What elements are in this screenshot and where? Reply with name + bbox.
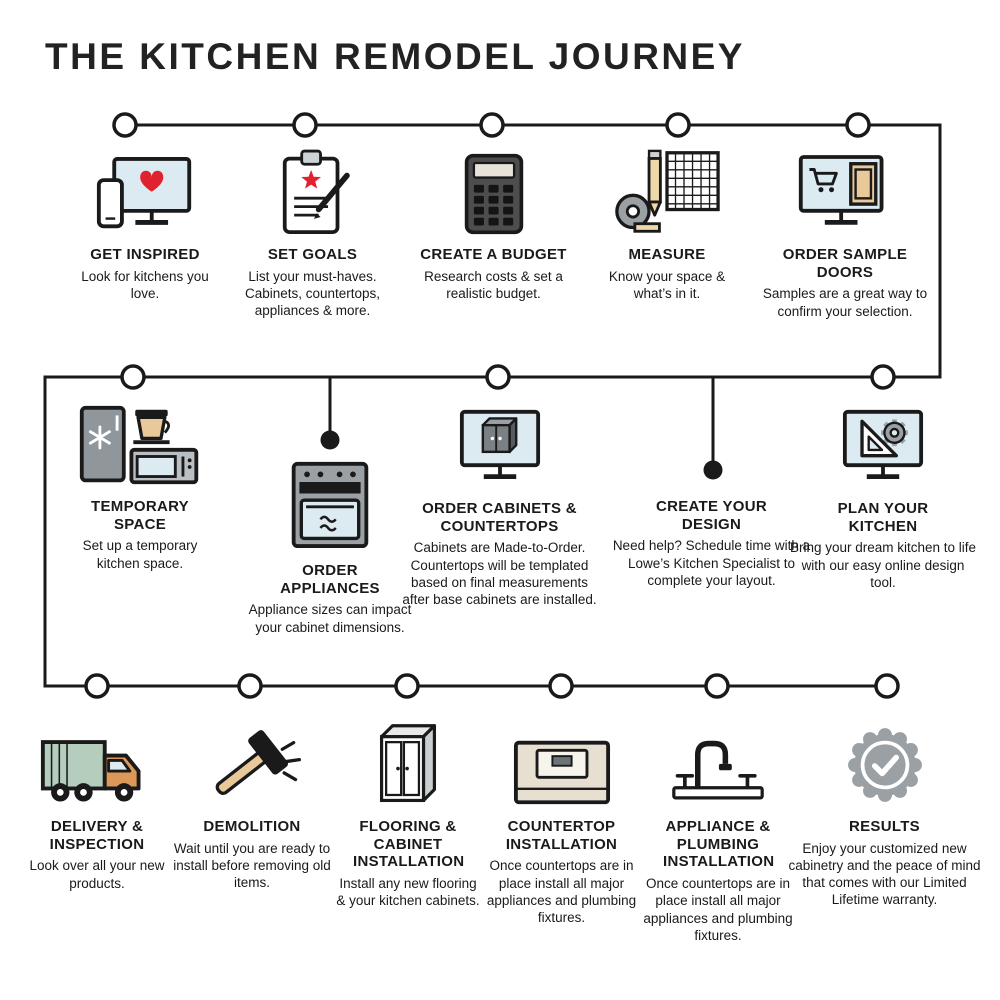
step-desc: Set up a temporary kitchen space. [82,538,198,571]
step-desc: Once countertops are in place install al… [643,876,793,943]
step-desc: Look for kitchens you love. [81,268,209,301]
step-desc: Know your space & what’s in it. [608,268,726,301]
fridge-coffee-microwave-icon [76,396,204,488]
step-get-inspired: GET INSPIRED Look for kitchens you love. [70,144,220,302]
sledgehammer-icon [199,704,305,808]
step-countertop-installation: COUNTERTOP INSTALLATION Once countertops… [474,704,649,926]
step-title: TEMPORARY SPACE [91,498,189,533]
monitor-heart-phone-icon [95,144,195,236]
step-desc: Cabinets are Made-to-Order. Countertops … [402,540,597,608]
step-title: FLOORING & CABINET INSTALLATION [353,818,465,871]
step-desc: Enjoy your customized new cabinetry and … [788,840,981,908]
step-title: CREATE YOUR DESIGN [655,498,768,533]
warranty-seal-check-icon [842,704,928,808]
step-desc: Look over all your new products. [29,858,165,891]
clipboard-star-pen-icon [264,144,362,236]
step-title: CREATE A BUDGET [420,246,567,263]
range-oven-icon [286,452,374,552]
step-title: MEASURE [628,246,706,263]
step-desc: Once countertops are in place install al… [486,858,637,926]
step-desc: Install any new flooring & your kitchen … [336,876,480,909]
step-order-sample-doors: ORDER SAMPLE DOORS Samples are a great w… [750,144,940,320]
tape-measure-pencil-grid-icon [612,144,722,236]
step-title: SET GOALS [267,246,358,263]
step-temporary-space: TEMPORARY SPACE Set up a temporary kitch… [60,396,220,572]
step-desc: Bring your dream kitchen to life with ou… [789,540,977,590]
step-desc: Need help? Schedule time with a Lowe’s K… [612,538,811,588]
step-order-appliances: ORDER APPLIANCES Appliance sizes can imp… [235,452,425,636]
step-order-cabinets-countertops: ORDER CABINETS & COUNTERTOPS Cabinets ar… [402,398,597,608]
step-title: ORDER SAMPLE DOORS [782,246,908,281]
step-title: APPLIANCE & PLUMBING INSTALLATION [663,818,775,871]
step-title: DEMOLITION [203,818,301,835]
step-create-budget: CREATE A BUDGET Research costs & set a r… [406,144,581,302]
step-plan-your-kitchen: PLAN YOUR KITCHEN Bring your dream kitch… [788,398,978,591]
countertop-sink-icon [512,704,612,808]
step-flooring-cabinet-installation: FLOORING & CABINET INSTALLATION Install … [333,704,483,910]
step-desc: Wait until you are ready to install befo… [173,840,331,891]
page-title: THE KITCHEN REMODEL JOURNEY [45,36,745,77]
step-desc: List your must-haves. Cabinets, countert… [244,268,381,319]
step-title: COUNTERTOP INSTALLATION [505,818,618,853]
step-demolition: DEMOLITION Wait until you are ready to i… [167,704,337,891]
step-create-your-design: CREATE YOUR DESIGN Need help? Schedule t… [604,498,819,589]
step-desc: Research costs & set a realistic budget. [424,268,563,301]
step-delivery-inspection: DELIVERY & INSPECTION Look over all your… [27,704,167,892]
step-results: RESULTS Enjoy your customized new cabine… [787,704,982,909]
faucet-icon [670,704,766,808]
monitor-cabinet-icon [454,398,546,490]
cabinet-icon [367,704,449,808]
step-desc: Appliance sizes can impact your cabinet … [248,602,412,635]
step-title: PLAN YOUR KITCHEN [837,500,929,535]
step-title: ORDER APPLIANCES [280,562,380,597]
step-title: DELIVERY & INSPECTION [49,818,145,853]
step-title: ORDER CABINETS & COUNTERTOPS [422,500,577,535]
step-title: RESULTS [849,818,920,835]
monitor-cart-door-icon [795,144,895,236]
step-desc: Samples are a great way to confirm your … [762,286,928,319]
step-measure: MEASURE Know your space & what’s in it. [592,144,742,302]
monitor-ruler-gear-icon [837,398,929,490]
delivery-truck-icon [39,704,155,808]
step-title: GET INSPIRED [90,246,200,263]
step-set-goals: SET GOALS List your must-haves. Cabinets… [230,144,395,319]
calculator-icon [461,144,527,236]
step-appliance-plumbing-installation: APPLIANCE & PLUMBING INSTALLATION Once c… [633,704,803,944]
